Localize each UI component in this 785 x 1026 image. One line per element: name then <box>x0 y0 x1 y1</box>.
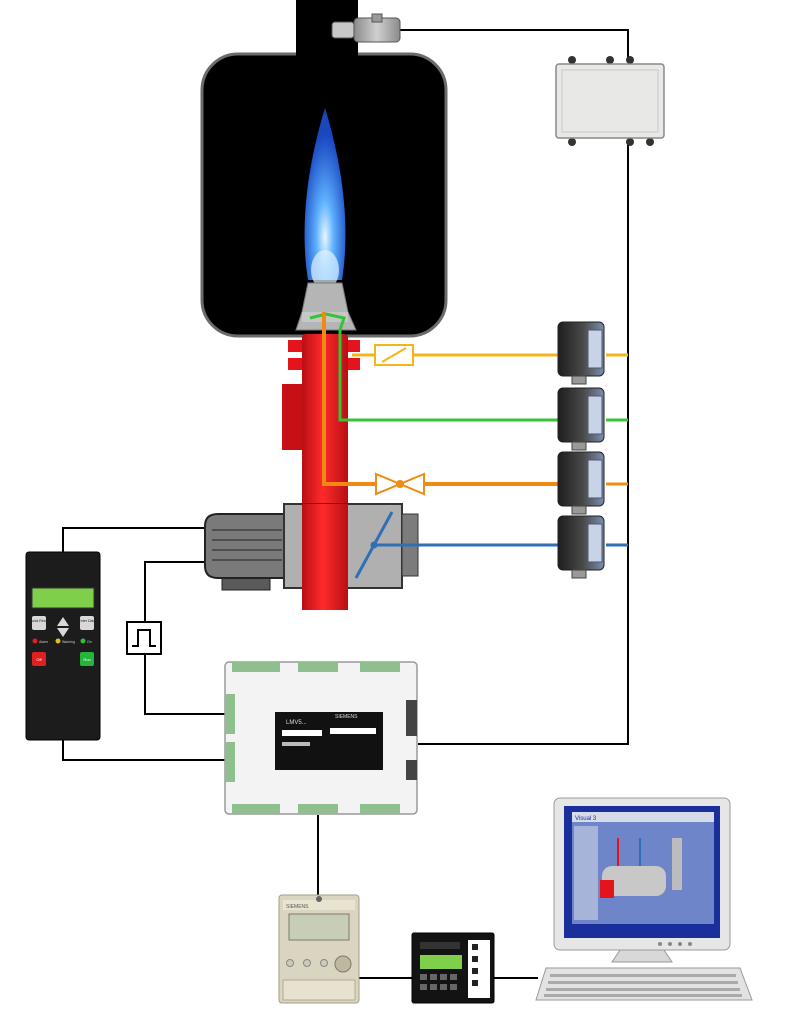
blower-line <box>354 511 628 579</box>
display-unit: Quick Reset Enter Data Alarm Warning On … <box>25 551 101 741</box>
arrow-up-icon[interactable] <box>57 617 69 626</box>
actuator-bus-cable <box>418 140 629 745</box>
alarm-label: Alarm <box>39 640 48 644</box>
operator-panel-knob[interactable] <box>334 955 352 973</box>
sensor-cable <box>400 29 629 62</box>
square-pulse-icon <box>126 621 162 655</box>
quick-reset-key[interactable] <box>32 616 46 630</box>
actuator-air <box>557 321 605 385</box>
controller-brand-label: SIEMENS <box>335 714 358 720</box>
run-button-label: Run <box>83 657 90 662</box>
actuator-gas <box>557 451 605 515</box>
display-top-cable <box>62 527 205 553</box>
off-button-label: Off <box>36 657 42 662</box>
controller-model-label: LMV5... <box>286 720 307 726</box>
interface-lcd <box>420 955 462 969</box>
signal-wiring <box>62 29 629 979</box>
operator-panel-led <box>316 896 322 902</box>
actuator-ignition <box>557 387 605 451</box>
quick-reset-label: Quick Reset <box>29 619 48 623</box>
speed-sensor-cable-lower <box>144 654 225 715</box>
operator-panel-button[interactable] <box>303 959 311 967</box>
actuator-blower <box>557 515 605 579</box>
enter-data-key[interactable] <box>80 616 94 630</box>
flame-icon <box>304 108 346 280</box>
computer-icon: Visual 3 <box>535 797 753 1001</box>
enter-data-label: Enter Data <box>79 619 96 623</box>
display-bottom-cable <box>62 740 225 761</box>
on-label: On <box>87 640 92 644</box>
fan-motor-icon <box>204 513 285 591</box>
fan-housing <box>283 503 419 610</box>
operator-panel: SIEMENS <box>278 894 360 1004</box>
warning-label: Warning <box>62 640 75 644</box>
alarm-led <box>32 638 38 644</box>
burner-controller: LMV5... SIEMENS <box>224 661 418 815</box>
display-lcd <box>31 587 95 609</box>
speed-sensor-cable <box>144 561 205 622</box>
gas-line <box>322 312 628 496</box>
off-button[interactable] <box>32 652 46 666</box>
pc-screen-title: Visual 3 <box>575 816 597 822</box>
flame-sensor <box>331 13 401 43</box>
warning-led <box>55 638 61 644</box>
run-button[interactable] <box>80 652 94 666</box>
on-led <box>80 638 86 644</box>
junction-box <box>555 56 665 146</box>
operator-panel-button[interactable] <box>286 959 294 967</box>
arrow-down-icon[interactable] <box>57 628 69 637</box>
air-line <box>352 344 628 366</box>
operator-panel-button[interactable] <box>320 959 328 967</box>
operator-panel-brand: SIEMENS <box>286 904 309 910</box>
interface-module <box>411 932 495 1004</box>
operator-panel-lcd <box>288 913 350 941</box>
